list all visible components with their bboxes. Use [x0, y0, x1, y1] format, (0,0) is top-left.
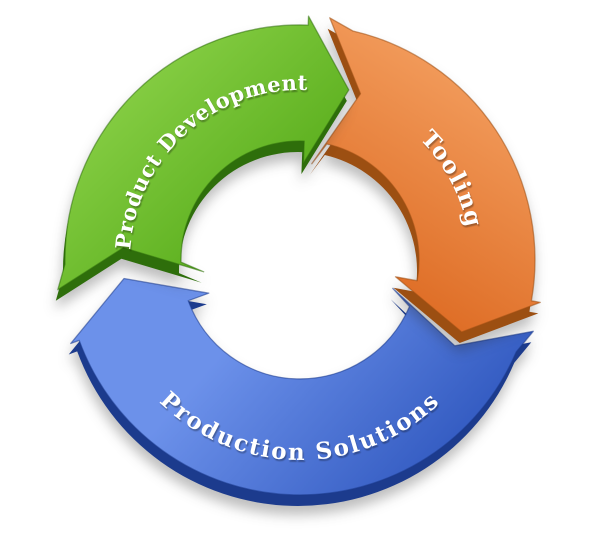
arrow-face-production-solutions [70, 277, 534, 496]
arrow-face-product-development [57, 15, 350, 291]
arrow-segment-product-development [55, 15, 350, 301]
arrow-segment-tooling [309, 17, 541, 344]
arrow-face-tooling [311, 17, 541, 333]
arrow-segment-production-solutions [68, 277, 534, 506]
